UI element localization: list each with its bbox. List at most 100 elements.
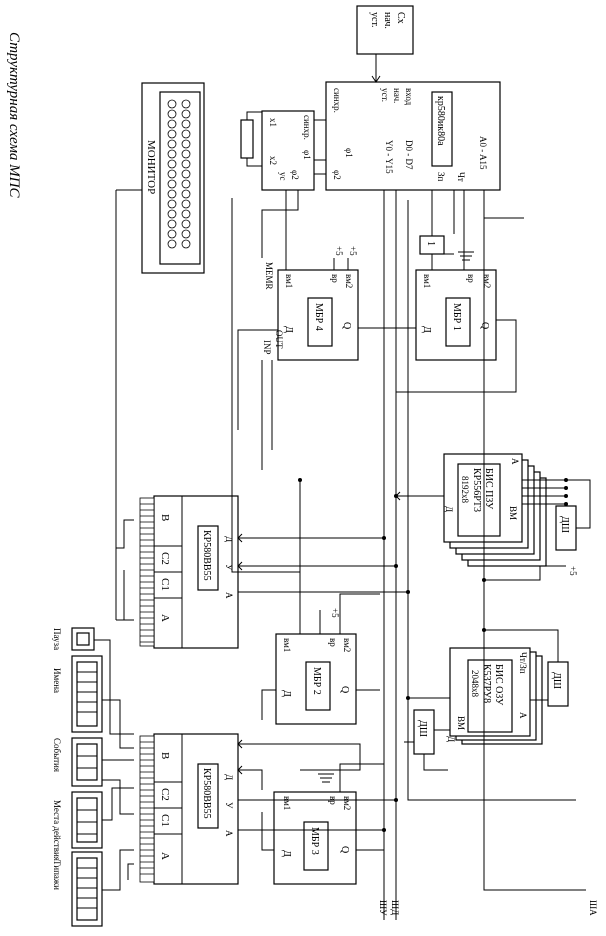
mbr4-supply-vm2: +5 — [348, 246, 358, 256]
clock-pin-phi1: φ1 — [302, 150, 312, 160]
ppi-2-kr580vv55: КР580ВВ55 В С2 С1 А Д У А — [139, 733, 239, 885]
ppi1-port-c2: С2 — [159, 552, 171, 565]
ram-k537ru8: БИС ОЗУ К537РУ8 2048х8 А ВМ Д Чт/Зп ДШ Д… — [413, 647, 569, 755]
rom-pin-a: А — [510, 458, 520, 465]
mbr1-pin-vr: вр — [466, 274, 476, 283]
clock-pin-x1: x1 — [268, 118, 278, 127]
indicator-pause: Пауза — [52, 627, 95, 651]
ppi2-port-a: А — [159, 852, 171, 860]
cpu-pin-phi2: φ2 — [332, 170, 342, 180]
ppi1-port-b: В — [159, 514, 171, 521]
mbr4-signal-memr: MEMR — [264, 262, 274, 290]
ppi1-port-c1: С1 — [159, 578, 171, 591]
mbr1-pin-vm1: вм1 — [422, 274, 432, 288]
indicator-characters: Типажи — [52, 851, 103, 927]
indicator-events: События — [52, 737, 103, 787]
mbr3-pin-q: Q — [339, 846, 350, 854]
cpu-pin-reset: уст. — [380, 88, 390, 102]
ram-line-2: К537РУ8 — [481, 664, 492, 703]
mbr3-pin-vm1: вм1 — [282, 796, 292, 810]
mbr3-pin-vm2: вм2 — [342, 796, 352, 810]
mbr1-pin-d: Д — [421, 326, 432, 333]
indicator-places-label: Места действия — [52, 800, 62, 861]
cpu-pin-sync: синхр. — [332, 88, 342, 113]
ppi1-pin-a: А — [224, 592, 234, 599]
ppi-1-kr580vv55: КР580ВВ55 В С2 С1 А Д У А — [139, 495, 239, 649]
mbr2-pin-d: Д — [281, 690, 292, 697]
ppi1-pin-strip — [139, 497, 155, 647]
mbr4-pin-vr: вр — [330, 274, 340, 283]
ppi2-port-b: В — [159, 752, 171, 759]
indicator-places: Места действия — [52, 791, 103, 861]
mbr3-pin-vr: вр — [328, 796, 338, 805]
monitor-label: МОНИТОР — [145, 140, 157, 194]
ppi2-port-c2: С2 — [159, 788, 171, 801]
mbr2-pin-vm2: вм2 — [342, 638, 352, 652]
indicator-characters-label: Типажи — [52, 860, 62, 890]
mbr4-pin-vm2: вм2 — [344, 274, 354, 288]
mbr1-pin-vm2: вм2 — [482, 274, 492, 288]
indicator-pause-label: Пауза — [52, 628, 62, 650]
ram-pin-vm: ВМ — [456, 716, 466, 730]
clock-generator: синхр. x1 x2 φ1 φ2 ус — [240, 110, 315, 191]
mbr4-name: МБР 4 — [313, 303, 324, 331]
ram-line-1: БИС ОЗУ — [493, 664, 504, 706]
mbr2-pin-vr: вр — [328, 638, 338, 647]
mbr4-signal-inp: INP — [262, 340, 272, 355]
mbr2-name: МБР 2 — [311, 667, 322, 695]
reset-circuit: Сх нач. уст. — [356, 5, 414, 55]
buffer-mbr3: МБР 3 вм2 вр вм1 Q Д — [273, 791, 357, 885]
clock-pin-us: ус — [278, 172, 288, 181]
ppi1-name: КР580ВВ55 — [201, 530, 212, 581]
indicator-events-label: События — [52, 738, 62, 772]
mbr4-pin-d: Д — [283, 326, 294, 333]
ppi2-port-c1: С1 — [159, 814, 171, 827]
bus-label-address: ША — [588, 900, 598, 916]
rom-line-3: 8192х8 — [460, 476, 470, 504]
ppi1-pin-u: У — [224, 564, 234, 571]
ppi2-pin-a: А — [224, 830, 234, 837]
mbr3-name: МБР 3 — [309, 827, 320, 855]
ppi2-name: КР580ВВ55 — [201, 768, 212, 819]
bus-label-control: ШУ — [378, 900, 388, 916]
reset-line-2: нач. — [382, 12, 393, 29]
rom-line-1: БИС ПЗУ — [483, 468, 494, 510]
cpu-pin-input: вход — [404, 88, 414, 106]
ram-pin-d: Д — [446, 736, 456, 742]
clock-pin-x2: x2 — [268, 156, 278, 165]
ppi1-pin-d: Д — [224, 536, 234, 542]
rom-kr556rt3: БИС ПЗУ КР556РТ3 8192х8 А ВМ Д ДШ +5 — [443, 453, 578, 576]
cpu-pin-address: A0 - A15 — [478, 136, 488, 170]
clock-pin-phi2: φ2 — [290, 170, 300, 180]
mbr4-pin-vm1: вм1 — [284, 274, 294, 288]
inverter: 1 — [419, 235, 445, 255]
mbr2-pin-q: Q — [339, 686, 350, 694]
cpu-kr580ik80a: кр580ик80а вход нач. уст. синхр. φ1 φ2 D… — [325, 81, 501, 191]
cpu-pin-y: Y0 - Y15 — [384, 140, 394, 174]
mbr4-supply-vr: +5 — [334, 246, 344, 256]
rom-pin-d: Д — [444, 506, 454, 512]
mbr3-pin-d: Д — [281, 850, 292, 857]
ppi2-pin-d: Д — [224, 774, 234, 780]
mbr1-name: МБР 1 — [451, 303, 462, 331]
reset-line-1: Сх — [395, 12, 406, 24]
junctions — [298, 478, 568, 832]
ram-pin-rw: Чт/Зп — [518, 652, 528, 674]
ram-line-3: 2048х8 — [470, 670, 480, 698]
ppi1-port-a: А — [159, 614, 171, 622]
inverter-label: 1 — [425, 241, 436, 246]
rom-decoder: ДШ — [559, 516, 570, 533]
buffer-mbr1: МБР 1 вм2 вр вм1 Q Д — [415, 269, 497, 361]
ppi2-pin-strip — [139, 735, 155, 883]
monitor: МОНИТОР — [141, 82, 205, 274]
cpu-pin-phi1: φ1 — [344, 148, 354, 158]
indicator-names: Имена — [52, 655, 103, 733]
mbr2-pin-vm1: вм1 — [282, 638, 292, 652]
indicator-names-label: Имена — [52, 668, 62, 693]
ppi2-pin-u: У — [224, 802, 234, 809]
buffer-mbr2: МБР 2 вм2 вр вм1 Q Д +5 — [275, 608, 357, 725]
buffer-mbr4: МБР 4 вм2 вр вм1 Q Д +5 +5 MEMR OUT INP — [262, 246, 359, 361]
mbr4-pin-q: Q — [341, 322, 352, 330]
reset-line-3: уст. — [369, 12, 380, 28]
cpu-pin-start: нач. — [392, 88, 402, 103]
